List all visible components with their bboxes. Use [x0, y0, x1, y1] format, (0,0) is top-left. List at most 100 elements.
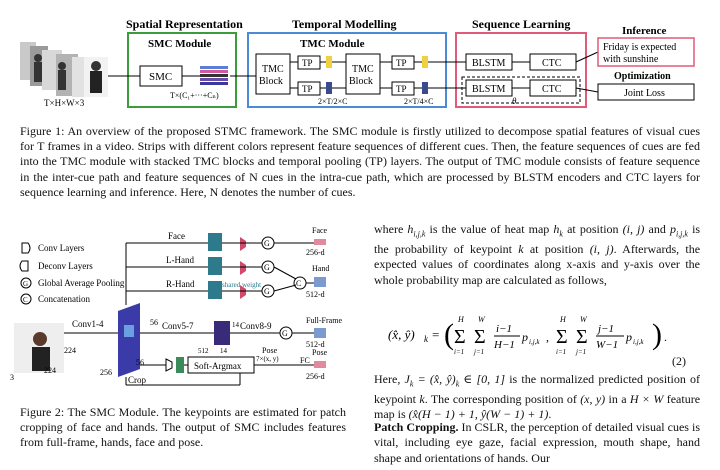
- svg-text:Σ: Σ: [576, 326, 588, 348]
- inference-output-line1: Friday is expected: [603, 42, 676, 53]
- svg-text:Crop: Crop: [128, 375, 147, 385]
- input-video-frames: [20, 42, 108, 97]
- svg-text:H: H: [457, 315, 465, 324]
- svg-text:G: G: [282, 329, 288, 338]
- smc-module-title: SMC Module: [148, 38, 211, 50]
- svg-text:Conv5-7: Conv5-7: [162, 321, 194, 331]
- svg-text:p: p: [625, 330, 632, 344]
- svg-text:TMC: TMC: [352, 64, 374, 75]
- svg-text:14: 14: [220, 347, 228, 355]
- lhand-patch-feature: [208, 257, 222, 275]
- section-heading: Patch Cropping.: [374, 420, 459, 434]
- svg-text:Conv8-9: Conv8-9: [240, 321, 272, 331]
- svg-text:i,j,k: i,j,k: [529, 338, 540, 346]
- svg-text:TP: TP: [396, 84, 407, 94]
- svg-text:L-Hand: L-Hand: [166, 255, 194, 265]
- equation-number: (2): [672, 354, 686, 368]
- svg-text:CTC: CTC: [542, 84, 562, 95]
- svg-text:i−1: i−1: [496, 323, 512, 335]
- svg-text:56: 56: [150, 318, 158, 327]
- inference-output-box: [597, 37, 695, 67]
- svg-text:W: W: [478, 315, 486, 324]
- intra-cue-feature-2: [422, 82, 428, 94]
- sequence-learning-box: [455, 32, 587, 108]
- svg-text:256: 256: [100, 368, 112, 377]
- paragraph-normalized: Here, Jk = (x̂, ŷ)k ∈ [0, 1] is the norm…: [374, 372, 701, 422]
- svg-text:Σ: Σ: [556, 326, 568, 348]
- inter-cue-feature-1: [326, 56, 332, 68]
- svg-text:BLSTM: BLSTM: [472, 84, 505, 95]
- svg-text:i=1: i=1: [556, 348, 566, 356]
- optimization-title: Optimization: [614, 71, 671, 82]
- svg-text:Global Average Pooling: Global Average Pooling: [38, 278, 125, 288]
- figure-2-diagram: Conv Layers Deconv Layers G Global Avera…: [10, 226, 342, 386]
- face-patch-feature: [208, 233, 222, 251]
- smc-module-box: [127, 32, 237, 108]
- svg-text:Pose: Pose: [262, 346, 278, 355]
- svg-text:256-d: 256-d: [306, 372, 325, 381]
- intra-cue-feature-1: [326, 82, 332, 94]
- svg-text:,: ,: [546, 330, 549, 344]
- svg-text:θ: θ: [512, 96, 517, 106]
- full-frame-output-feature: [314, 328, 326, 338]
- figure-2-caption: Figure 2: The SMC Module. The keypoints …: [20, 405, 346, 450]
- figure-1-caption: Figure 1: An overview of the proposed ST…: [20, 124, 700, 199]
- svg-text:Concatenation: Concatenation: [38, 294, 90, 304]
- svg-text:TP: TP: [302, 58, 313, 68]
- svg-text:Deconv Layers: Deconv Layers: [38, 261, 93, 271]
- svg-text:H−1: H−1: [493, 339, 515, 351]
- svg-text:224: 224: [64, 346, 76, 355]
- section-sequence-title: Sequence Learning: [472, 17, 570, 31]
- svg-text:14: 14: [232, 321, 240, 329]
- svg-text:Σ: Σ: [454, 326, 466, 348]
- svg-text:=: =: [432, 327, 439, 342]
- smc-label: SMC: [149, 71, 172, 83]
- svg-text:i,j,k: i,j,k: [633, 338, 644, 346]
- svg-text:j=1: j=1: [575, 348, 586, 356]
- svg-text:k: k: [424, 334, 429, 344]
- paragraph-heatmap: where hi,j,k is the value of heat map hk…: [374, 222, 701, 287]
- svg-text:Soft-Argmax: Soft-Argmax: [194, 361, 242, 371]
- tmc-block-2: [345, 53, 381, 95]
- tmc-module-box: [247, 32, 447, 108]
- svg-text:256-d: 256-d: [306, 248, 325, 257]
- feature-strips: [200, 66, 228, 85]
- svg-text:Face: Face: [168, 231, 185, 241]
- dim-quarter-label: 2×T/4×C: [404, 97, 433, 106]
- svg-text:C: C: [296, 279, 301, 288]
- input-dims-label: T×H×W×3: [44, 98, 85, 108]
- dashed-group: [461, 76, 581, 104]
- inference-output-line2: with sunshine: [603, 54, 659, 65]
- svg-text:Σ: Σ: [474, 326, 486, 348]
- svg-text:TMC: TMC: [262, 64, 284, 75]
- section-spatial-title: Spatial Representation: [126, 17, 243, 31]
- joint-loss-label: Joint Loss: [624, 88, 665, 99]
- svg-text:j=1: j=1: [473, 348, 484, 356]
- svg-text:(x̂, ŷ): (x̂, ŷ): [388, 327, 415, 342]
- svg-text:j−1: j−1: [596, 323, 614, 335]
- svg-text:G: G: [23, 280, 28, 288]
- hand-output-feature: [314, 277, 326, 287]
- svg-text:TP: TP: [396, 58, 407, 68]
- svg-text:Pose: Pose: [312, 348, 328, 357]
- svg-text:Block: Block: [259, 76, 283, 87]
- svg-text:): ): [652, 318, 662, 351]
- face-output-feature: [314, 239, 326, 245]
- svg-text:W: W: [580, 315, 588, 324]
- svg-text:7×(x, y): 7×(x, y): [256, 355, 279, 363]
- svg-text:FC: FC: [300, 356, 310, 365]
- svg-text:G: G: [264, 239, 270, 248]
- svg-text:G: G: [264, 287, 270, 296]
- section-temporal-title: Temporal Modelling: [292, 17, 397, 31]
- conv1-4-label: Conv1-4: [72, 319, 104, 329]
- inter-cue-feature-2: [422, 56, 428, 68]
- svg-text:56: 56: [136, 358, 144, 367]
- svg-text:i=1: i=1: [454, 348, 464, 356]
- figure-1-diagram: T×H×W×3 Spatial Representation Temporal …: [20, 17, 695, 108]
- svg-text:512: 512: [198, 347, 209, 355]
- svg-text:p: p: [521, 330, 528, 344]
- svg-text:shared weight: shared weight: [222, 281, 261, 289]
- svg-text:W−1: W−1: [596, 339, 618, 351]
- svg-text:Block: Block: [349, 76, 373, 87]
- feature-dims-label: T×(C₁+···+Cₙ): [170, 91, 219, 100]
